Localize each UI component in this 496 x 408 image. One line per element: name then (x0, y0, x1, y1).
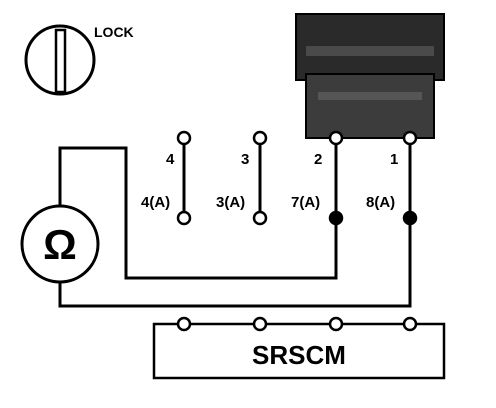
terminal-4 (176, 130, 192, 146)
pin-label-7a: 7(A) (291, 194, 320, 211)
ignition-switch-icon (24, 24, 96, 96)
connector-icon (295, 13, 445, 139)
module-terminal (402, 316, 418, 332)
ohmmeter-symbol: Ω (43, 221, 77, 268)
terminal-8a (402, 210, 418, 226)
pin-label-3: 3 (241, 151, 249, 168)
terminal-7a (328, 210, 344, 226)
wire-meter-bottom (58, 216, 412, 308)
pin-label-4: 4 (166, 151, 175, 168)
terminal-2 (328, 130, 344, 146)
wire-meter-top (58, 146, 338, 280)
terminal-3 (252, 130, 268, 146)
terminal-4a (176, 210, 192, 226)
pin-label-2: 2 (314, 151, 322, 168)
srscm-label: SRSCM (252, 340, 346, 370)
terminal-1 (402, 130, 418, 146)
module-terminal (176, 316, 192, 332)
lock-label: LOCK (94, 24, 134, 40)
srscm-module (152, 316, 446, 380)
ohmmeter-icon (20, 204, 100, 284)
pin-label-3a: 3(A) (216, 194, 245, 211)
module-terminal (252, 316, 268, 332)
pin-label-4a: 4(A) (141, 194, 170, 211)
pin-label-1: 1 (390, 151, 398, 168)
pin-label-8a: 8(A) (366, 194, 395, 211)
terminal-3a (252, 210, 268, 226)
module-terminal (328, 316, 344, 332)
